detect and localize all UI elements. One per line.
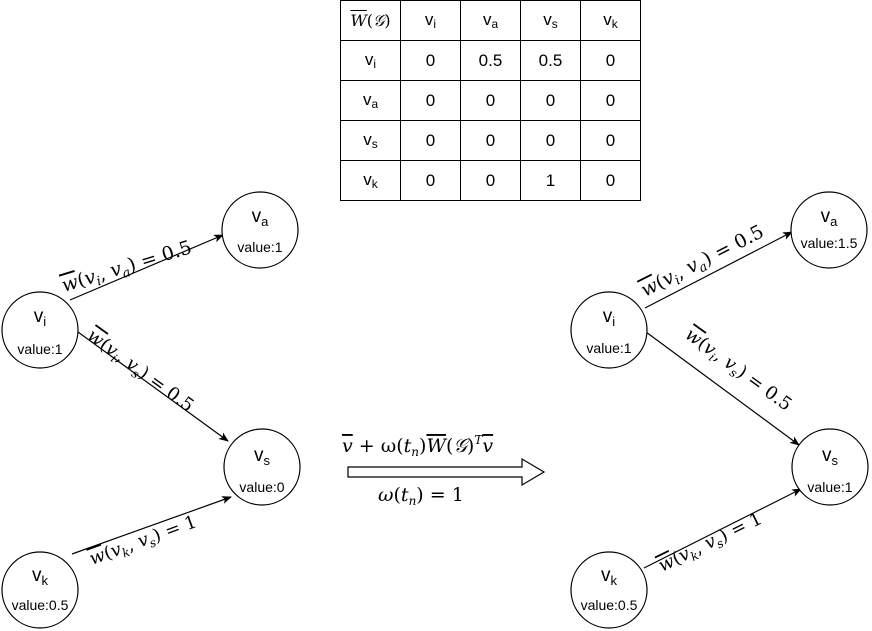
right-node-vs: vs value:1: [791, 428, 869, 506]
adjacency-matrix: W(𝒢) vi va vs vk vi 0 0.5 0.5 0 va 0 0 0…: [340, 0, 641, 201]
node-value: value:0: [239, 479, 284, 495]
left-graph: w(vi, va) = 0.5 w(vi, vs) = 0.5 w(vk, vs…: [1, 191, 301, 629]
matrix-row-vs: vs 0 0 0 0: [340, 120, 641, 161]
left-node-vi: vi value:1: [1, 291, 79, 369]
node-name: vi: [34, 306, 47, 329]
matrix-row-vk: vk 0 0 1 0: [340, 160, 641, 201]
right-graph: w(vi, va) = 0.5 w(vi, vs) = 0.5 w(vk, vs…: [570, 191, 869, 629]
right-edge-label-vi-va: w(vi, va) = 0.5: [637, 221, 768, 304]
matrix-row-label-vs: vs: [340, 120, 401, 161]
transform-arrow-shape: [347, 457, 546, 487]
left-edge-label-vi-va: w(vi, va) = 0.5: [59, 236, 195, 299]
node-value: value:0.5: [581, 597, 638, 613]
node-value: value:1: [807, 479, 852, 495]
matrix-cell: 0.5: [460, 40, 521, 81]
right-node-vi: vi value:1: [570, 291, 648, 369]
transform-arrow: v + ω(tn)W(𝒢)Tv ω(tn) = 1: [342, 433, 546, 508]
left-node-vk: vk value:0.5: [1, 551, 79, 629]
right-edge-label-vk-vs: w(vk, vs) = 1: [655, 508, 766, 578]
matrix-cell: 0: [580, 120, 641, 161]
right-edge-vk-vs: [643, 488, 802, 569]
matrix-row-label-va: va: [340, 80, 401, 121]
left-node-vs: vs value:0: [223, 428, 301, 506]
matrix-cell: 0.5: [520, 40, 581, 81]
left-edge-label-vi-vs: w(vi, vs) = 0.5: [82, 325, 198, 418]
right-edge-vi-va: [644, 231, 793, 309]
node-name: vi: [603, 306, 616, 329]
matrix-cell: 1: [520, 160, 581, 201]
matrix-cell: 0: [580, 80, 641, 121]
right-edge-vi-vs: [645, 331, 800, 446]
matrix-corner-label: W(𝒢): [340, 0, 401, 41]
matrix-row-va: va 0 0 0 0: [340, 80, 641, 121]
matrix-row-label-vi: vi: [340, 40, 401, 81]
left-edge-vk-vs: [71, 496, 232, 555]
matrix-cell: 0: [460, 80, 521, 121]
node-value: value:0.5: [12, 597, 69, 613]
node-value: value:1: [17, 341, 62, 357]
matrix-col-header-vi: vi: [400, 0, 461, 41]
left-node-va: va value:1: [221, 191, 299, 269]
transform-formula: v + ω(tn)W(𝒢)Tv: [342, 433, 493, 459]
matrix-cell: 0: [400, 40, 461, 81]
left-edge-vi-vs: [77, 331, 229, 442]
node-value: value:1: [586, 340, 631, 356]
matrix-row-label-vk: vk: [340, 160, 401, 201]
left-edge-label-vk-vs: w(vk, vs) = 1: [87, 511, 201, 571]
matrix-cell: 0: [400, 160, 461, 201]
right-node-vk: vk value:0.5: [570, 551, 648, 629]
node-value: value:1.5: [801, 235, 858, 251]
left-edge-vi-va: [69, 234, 224, 301]
right-node-va: va value:1.5: [790, 191, 868, 269]
matrix-cell: 0: [580, 160, 641, 201]
matrix-row-vi: vi 0 0.5 0.5 0: [340, 40, 641, 81]
node-value: value:1: [237, 239, 282, 255]
transform-condition: ω(tn) = 1: [378, 484, 464, 508]
